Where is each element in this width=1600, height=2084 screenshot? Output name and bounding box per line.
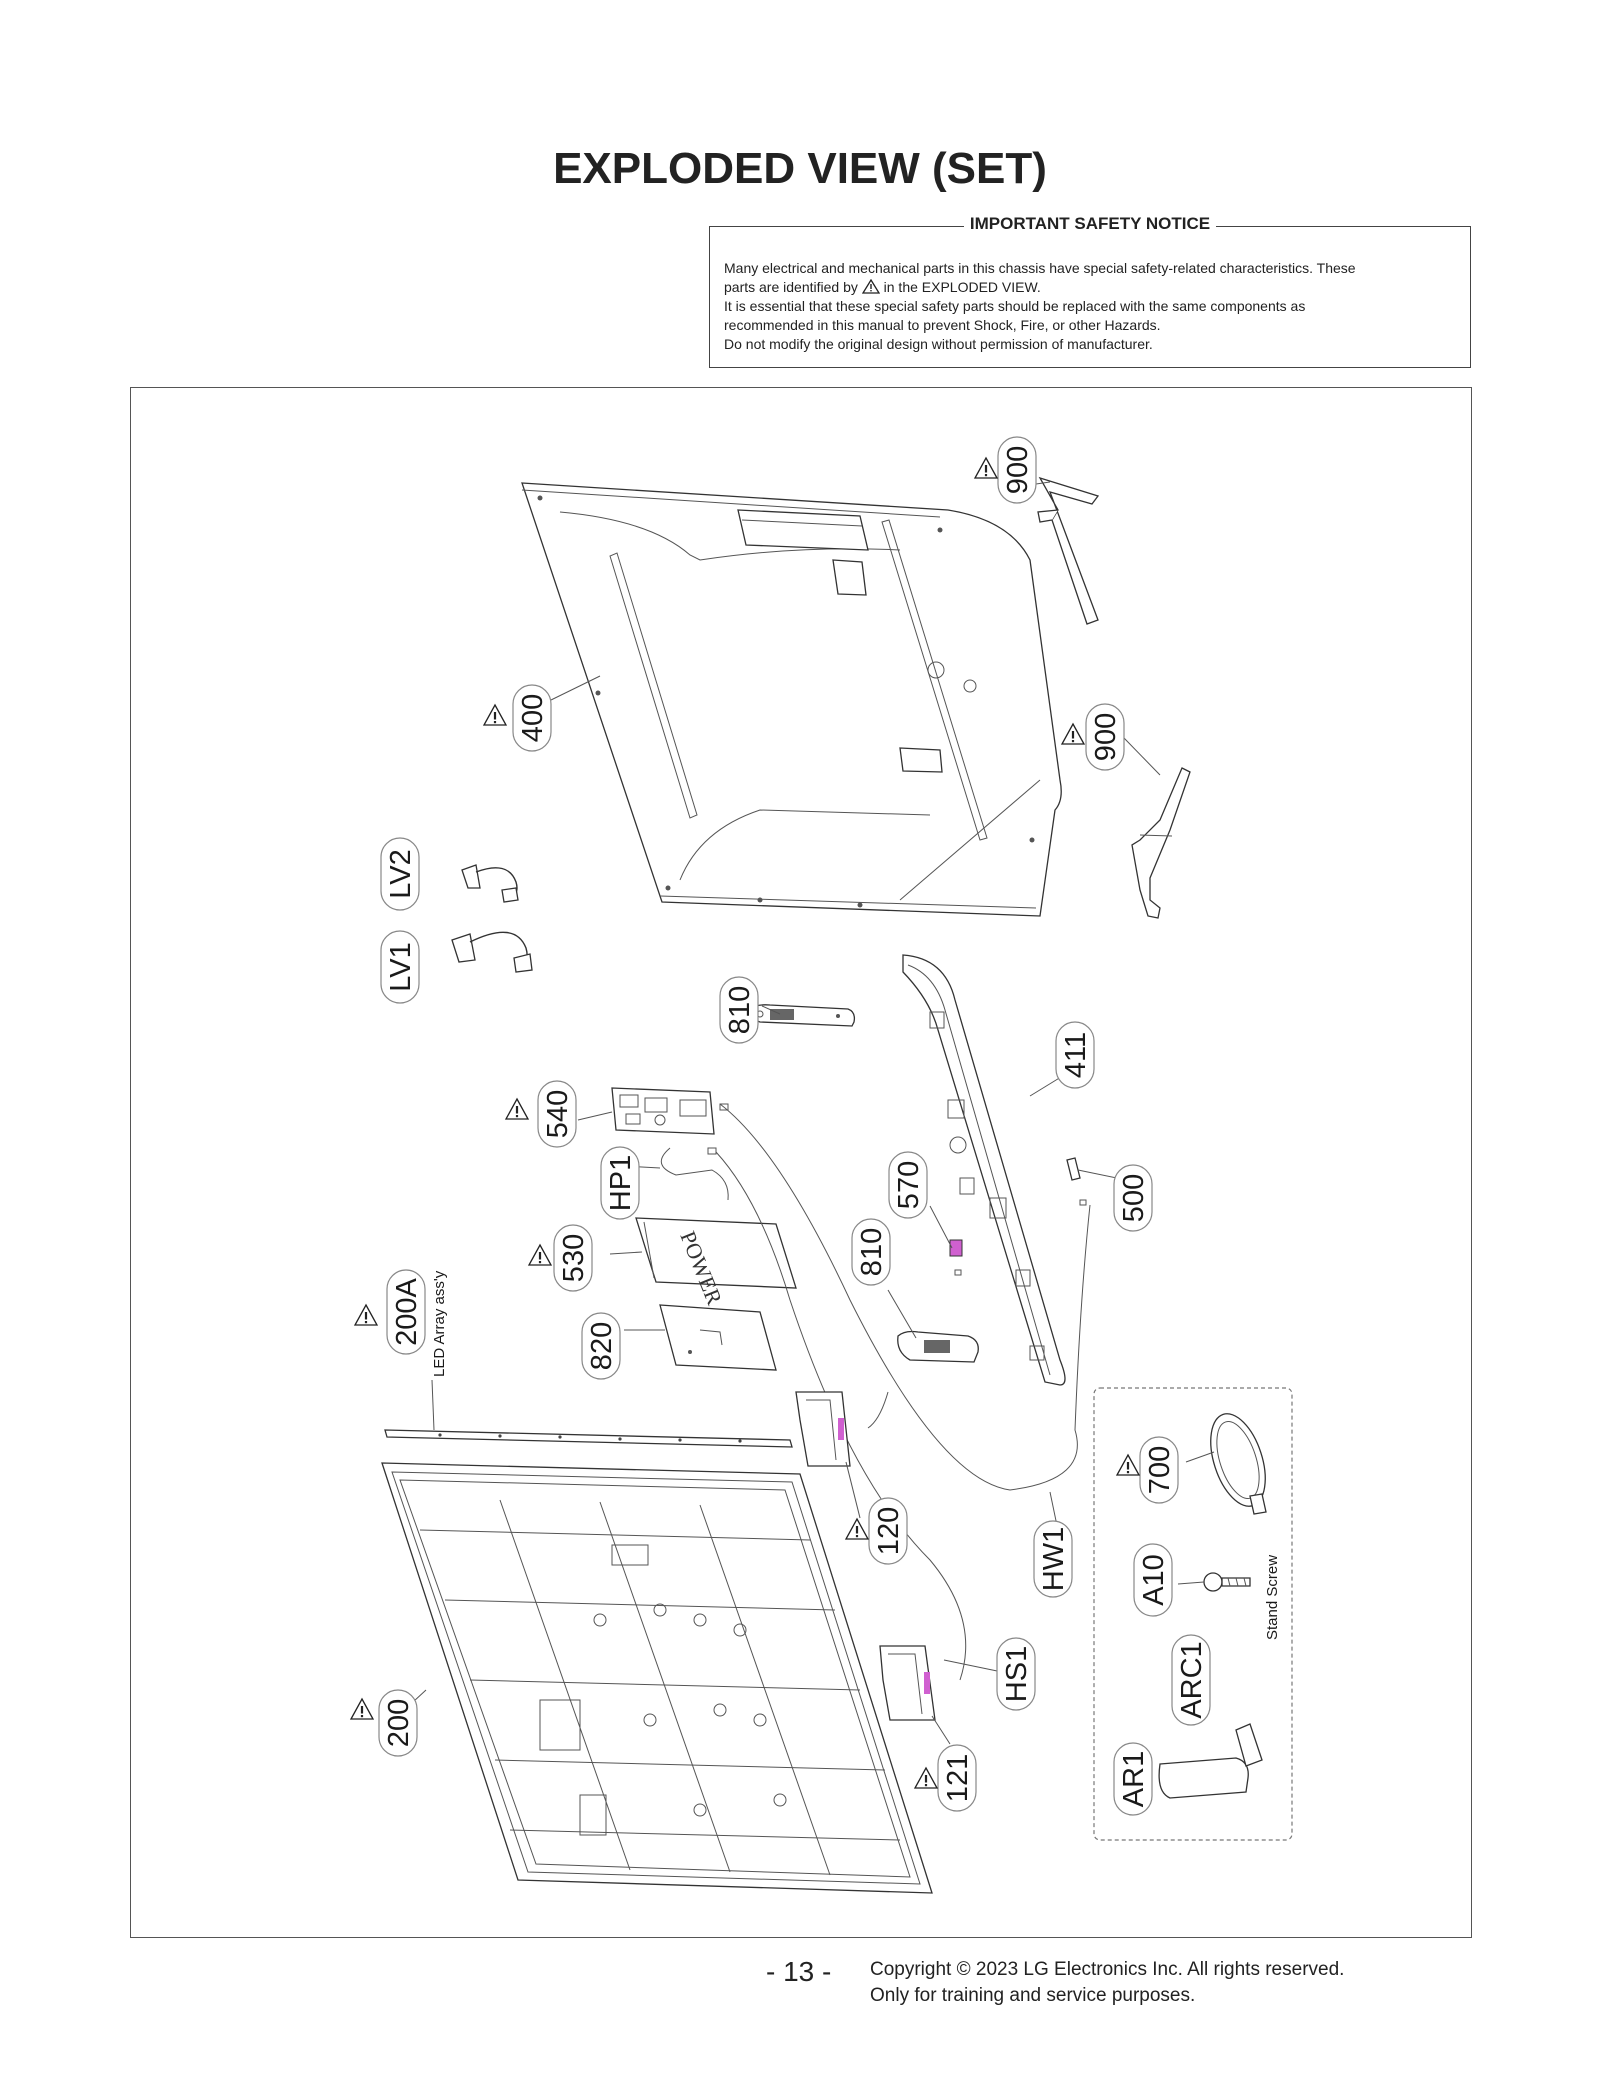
exploded-view-diagram: POWER	[350, 436, 1293, 1894]
remote-bottom-drawing	[897, 1330, 979, 1363]
part-label-lv2: LV2	[385, 849, 417, 898]
remote-holder-drawing	[1158, 1723, 1263, 1799]
key-button-drawing	[949, 1239, 963, 1276]
copyright-line-1: Copyright © 2023 LG Electronics Inc. All…	[870, 1959, 1345, 1980]
page-title: EXPLODED VIEW (SET)	[553, 144, 1047, 193]
part-label-400: 400	[517, 694, 549, 742]
stand-screw-drawing	[1203, 1572, 1251, 1592]
page-number: - 13 -	[766, 1956, 832, 1987]
part-label-a10: A10	[1138, 1554, 1170, 1606]
warning-icon-530	[528, 1244, 552, 1266]
part-label-hs1: HS1	[1001, 1646, 1033, 1702]
led-array-drawing	[384, 1429, 793, 1448]
warning-icon-120	[845, 1518, 869, 1540]
part-label-121: 121	[942, 1754, 974, 1802]
warning-icon-200	[350, 1698, 374, 1720]
part-label-hw1: HW1	[1038, 1527, 1070, 1591]
part-label-ar1: AR1	[1118, 1751, 1150, 1807]
back-cover-drawing	[521, 482, 1062, 917]
notice-line-1: Many electrical and mechanical parts in …	[724, 260, 1356, 276]
warning-triangle-icon	[861, 279, 880, 294]
speaker-bottom-drawing	[879, 1645, 936, 1721]
notice-line-2-start: parts are identified by	[724, 279, 858, 295]
part-label-570: 570	[893, 1161, 925, 1209]
rear-bracket-drawing	[902, 954, 1066, 1386]
part-label-120: 120	[873, 1507, 905, 1555]
safety-notice-box: IMPORTANT SAFETY NOTICE Many electrical …	[709, 214, 1471, 368]
copyright-line-2: Only for training and service purposes.	[870, 1985, 1196, 2006]
stand-right-drawing	[1037, 476, 1100, 625]
warning-icon-900-left	[1061, 723, 1085, 745]
leader-lines	[399, 481, 1215, 1745]
speaker-top-drawing	[795, 1391, 851, 1467]
part-label-700: 700	[1144, 1446, 1176, 1494]
warning-icon-200a	[354, 1304, 378, 1326]
warning-icon-900-right	[974, 457, 998, 479]
warning-icon-540	[505, 1098, 529, 1120]
notice-line-4: recommended in this manual to prevent Sh…	[724, 317, 1161, 333]
ir-receiver-drawing	[1066, 1157, 1087, 1206]
part-label-500: 500	[1118, 1174, 1150, 1222]
stand-screw-note: Stand Screw	[1264, 1555, 1281, 1640]
lcd-module-drawing	[381, 1462, 933, 1894]
notice-line-2-end: in the EXPLODED VIEW.	[883, 279, 1041, 295]
copyright-notice: Copyright © 2023 LG Electronics Inc. All…	[870, 1957, 1344, 2009]
safety-notice-heading: IMPORTANT SAFETY NOTICE	[963, 214, 1217, 233]
warning-icon-700	[1116, 1454, 1140, 1476]
power-cord-drawing	[1210, 1413, 1267, 1515]
wire-harness-drawing	[660, 1103, 1091, 1681]
lvds-cable-lv1-drawing	[451, 931, 533, 973]
accessory-box	[1093, 1387, 1293, 1841]
board-shield-drawing	[659, 1304, 777, 1371]
led-array-note: LED Array ass'y	[431, 1270, 448, 1377]
part-label-lv1: LV1	[385, 942, 417, 991]
part-label-820: 820	[586, 1322, 618, 1370]
safety-notice-body: Many electrical and mechanical parts in …	[724, 259, 1456, 354]
exploded-view-frame	[130, 387, 1472, 1938]
notice-line-3: It is essential that these special safet…	[724, 298, 1306, 314]
main-board-drawing	[611, 1087, 729, 1155]
part-label-810-top: 810	[724, 986, 756, 1034]
part-label-200a: 200A	[391, 1277, 423, 1345]
part-label-540: 540	[542, 1090, 574, 1138]
part-label-810-bottom: 810	[856, 1228, 888, 1276]
power-board-drawing: POWER	[635, 1217, 797, 1309]
part-label-900-right: 900	[1002, 446, 1034, 494]
part-label-411: 411	[1060, 1032, 1092, 1078]
notice-line-5: Do not modify the original design withou…	[724, 336, 1153, 352]
part-label-hp1: HP1	[605, 1155, 637, 1211]
warning-icon-400	[483, 704, 507, 726]
stand-left-drawing	[1131, 767, 1191, 919]
warning-icon-121	[914, 1767, 938, 1789]
part-label-arc1: ARC1	[1176, 1641, 1208, 1718]
part-label-900-left: 900	[1090, 713, 1122, 761]
part-label-200: 200	[383, 1699, 415, 1747]
part-label-530: 530	[558, 1234, 590, 1282]
lvds-cable-lv2-drawing	[461, 864, 519, 903]
